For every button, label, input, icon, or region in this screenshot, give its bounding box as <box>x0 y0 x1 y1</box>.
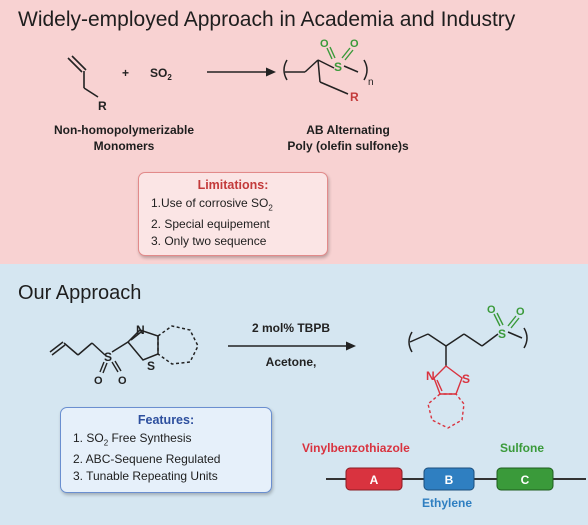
monomer-sulfonyl-oxygens <box>99 360 122 374</box>
sequence-diagram: A B C <box>326 467 586 491</box>
block-a-letter: A <box>370 473 379 487</box>
product-oxygen-left: O <box>487 304 496 316</box>
oxygen-atom-right: O <box>350 38 359 50</box>
block-b <box>423 467 475 491</box>
limitations-box: Limitations: 1.Use of corrosive SO2 2. S… <box>138 172 328 256</box>
product-sulfone-oxygens <box>493 312 520 329</box>
benzothiazole-monomer <box>49 325 199 365</box>
feature-item-3: 3. Tunable Repeating Units <box>73 469 218 484</box>
sulfone-oxygens <box>326 46 354 61</box>
limitations-title: Limitations: <box>197 178 269 192</box>
bottom-heading: Our Approach <box>18 282 142 304</box>
monomer-nitrogen-atom: N <box>136 323 145 337</box>
product-oxygen-right: O <box>516 306 525 318</box>
product-r-group: R <box>350 90 359 104</box>
monomer-oxygen-right: O <box>118 375 127 387</box>
sulfur-atom: S <box>334 60 342 74</box>
monomer-label: Non-homopolymerizable Monomers <box>34 122 214 154</box>
vinylbenzothiazole-label: Vinylbenzothiazole <box>302 441 410 455</box>
sulfone-label: Sulfone <box>500 441 544 455</box>
repeat-count-label: n <box>368 77 374 88</box>
feature-item-1: 1. SO2 Free Synthesis <box>73 431 192 448</box>
ethylene-label: Ethylene <box>422 496 473 510</box>
monomer-label-line1: Non-homopolymerizable <box>53 123 194 137</box>
monomer-sulfur-atom: S <box>104 350 112 364</box>
limitation-item-3: 3. Only two sequence <box>151 234 267 249</box>
features-title: Features: <box>137 413 195 427</box>
features-box: Features: 1. SO2 Free Synthesis 2. ABC-S… <box>60 407 272 493</box>
conditions-solvent: Acetone, <box>266 355 317 369</box>
abc-polymer-product <box>408 327 528 366</box>
monomer-ring-sulfur: S <box>147 359 155 373</box>
product-label: AB Alternating Poly (olefin sulfone)s <box>268 122 428 154</box>
monomer-label-line2: Monomers <box>93 139 155 153</box>
so2-reagent: SO2 <box>150 66 172 82</box>
r-group-label: R <box>98 99 107 113</box>
product-label-line1: AB Alternating <box>306 123 390 137</box>
plus-sign: + <box>122 66 129 80</box>
product-thiazole-ring <box>427 365 465 429</box>
block-c <box>496 467 554 491</box>
limitation-item-2: 2. Special equipement <box>151 217 270 232</box>
conditions-catalyst: 2 mol% TBPB <box>252 321 330 335</box>
limitation-item-1: 1.Use of corrosive SO2 <box>151 196 273 213</box>
top-reaction-arrow <box>207 67 276 77</box>
polysulfone-product <box>283 59 368 95</box>
product-label-line2: Poly (olefin sulfone)s <box>287 139 409 153</box>
monomer-oxygen-left: O <box>94 375 103 387</box>
allyl-monomer <box>67 55 99 98</box>
top-heading: Widely-employed Approach in Academia and… <box>18 8 516 31</box>
product-sulfur-atom: S <box>498 327 506 341</box>
block-a <box>345 467 403 491</box>
block-c-letter: C <box>521 473 530 487</box>
product-nitrogen-atom: N <box>426 369 435 383</box>
oxygen-atom-left: O <box>320 38 329 50</box>
bottom-reaction-arrow <box>228 341 356 351</box>
block-b-letter: B <box>445 473 454 487</box>
product-ring-sulfur: S <box>462 372 470 386</box>
feature-item-2: 2. ABC-Sequene Regulated <box>73 452 221 467</box>
